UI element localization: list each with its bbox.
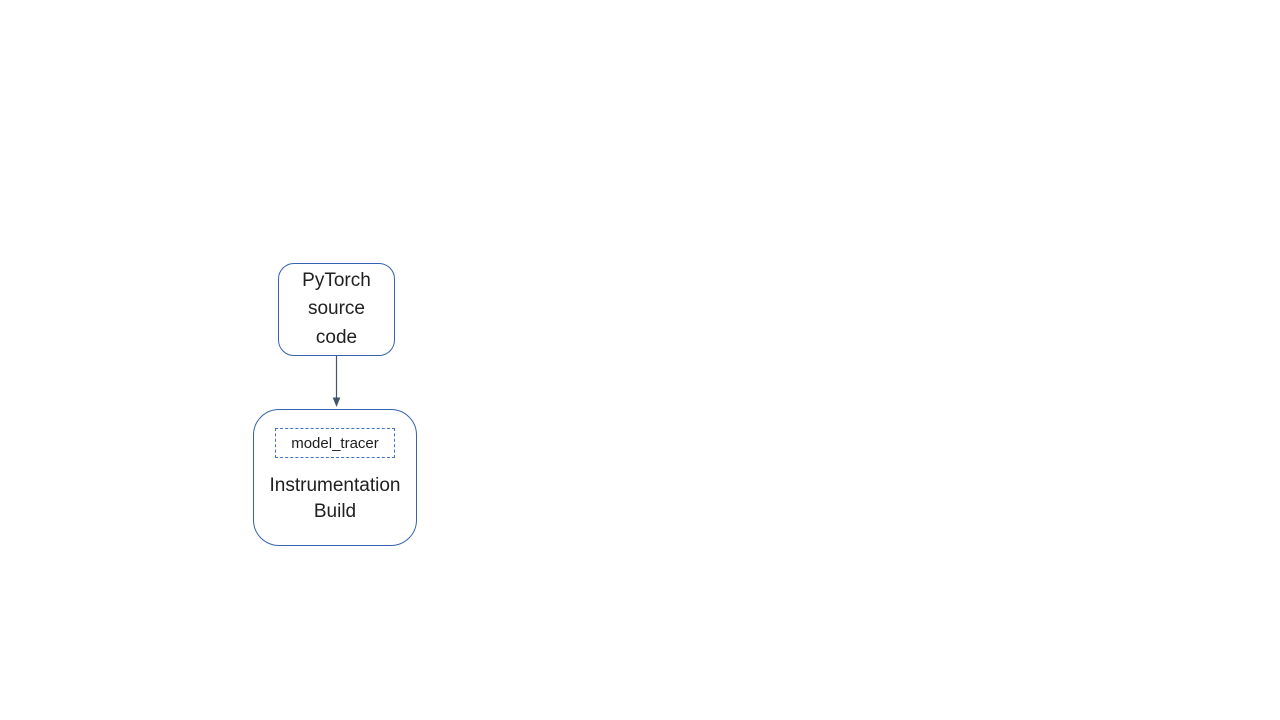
node-pytorch-source-code: PyTorch source code — [278, 263, 395, 356]
node-instrumentation-build-label: Instrumentation Build — [269, 474, 401, 522]
node-instrumentation-build: model_tracer Instrumentation Build — [253, 409, 417, 546]
node-model-tracer-label: model_tracer — [291, 434, 379, 452]
node-pytorch-source-code-label: PyTorch source code — [302, 269, 371, 348]
node-model-tracer: model_tracer — [275, 428, 395, 458]
arrow-head-icon — [332, 397, 341, 407]
